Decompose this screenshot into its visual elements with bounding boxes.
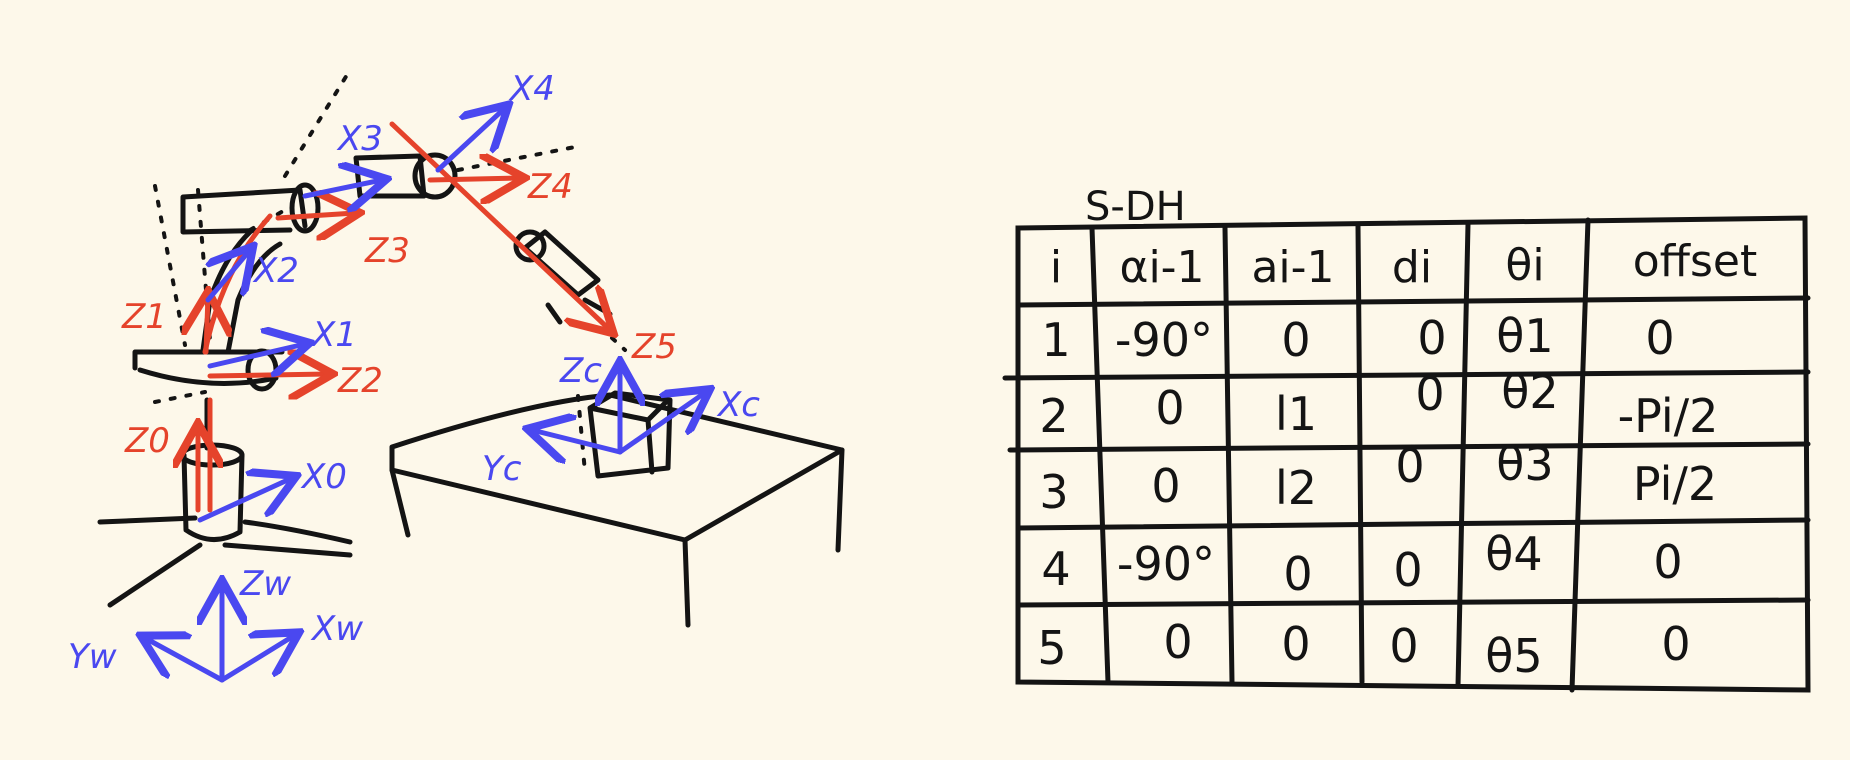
x1-axis	[207, 344, 305, 366]
header-alpha: αi-1	[1119, 242, 1204, 293]
cell-d: 0	[1395, 439, 1424, 493]
ground-line	[97, 515, 353, 545]
joint4	[412, 152, 458, 200]
cell-i: 5	[1037, 621, 1066, 675]
x4-axis	[435, 108, 505, 173]
header-d: di	[1392, 242, 1432, 293]
dh-table: S-DH i αi-1 ai-1 di θi offset 1	[1002, 184, 1811, 693]
cell-offset: 0	[1661, 617, 1690, 671]
label-z3: Z3	[364, 231, 410, 271]
label-xc: Xc	[716, 385, 760, 425]
cell-alpha: -90°	[1115, 313, 1213, 367]
table-grid	[1002, 215, 1811, 693]
xw-axis	[219, 635, 295, 683]
label-z0: Z0	[124, 421, 170, 461]
cell-d: 0	[1417, 311, 1446, 365]
cell-d: 0	[1393, 543, 1422, 597]
cell-offset: Pi/2	[1633, 457, 1717, 511]
label-x3: X3	[336, 119, 383, 159]
table-row: 1 -90° 0 0 θ1 0	[1041, 309, 1674, 367]
z4-axis	[427, 178, 520, 180]
frame-labels: Z0 Z1 Z2 Z3 Z4 Z5 X0 X1 X2 X3 X4 Zw Xw Y…	[68, 69, 760, 677]
label-z1: Z1	[121, 297, 167, 337]
xc-axis	[617, 392, 706, 455]
cell-alpha: 0	[1151, 459, 1180, 513]
label-yc: Yc	[482, 449, 522, 489]
cell-theta: θ4	[1485, 527, 1542, 581]
label-zw: Zw	[239, 564, 291, 604]
wrist-joint	[513, 229, 547, 263]
x0-axis	[197, 478, 292, 523]
label-z5: Z5	[631, 327, 677, 367]
z2-axis	[207, 374, 328, 376]
yc-axis	[532, 430, 623, 452]
z5-axis	[389, 121, 610, 330]
label-z2: Z2	[337, 361, 383, 401]
cell-d: 0	[1415, 367, 1444, 421]
cell-theta: θ3	[1496, 437, 1553, 491]
label-z4: Z4	[527, 167, 573, 207]
x-axes	[145, 108, 706, 683]
cell-i: 1	[1041, 313, 1070, 367]
work-table	[389, 390, 845, 628]
x2-axis	[208, 250, 250, 303]
cell-a: l2	[1275, 461, 1317, 515]
z3-axis	[275, 213, 355, 218]
cell-a: 0	[1283, 547, 1312, 601]
label-xw: Xw	[310, 609, 363, 649]
cell-i: 4	[1041, 542, 1070, 596]
table-row: 3 0 l2 0 θ3 Pi/2	[1039, 437, 1717, 519]
link2-box	[180, 187, 308, 235]
label-x2: X2	[252, 251, 299, 291]
label-x4: X4	[508, 69, 555, 109]
label-x1: X1	[310, 315, 357, 355]
cell-i: 3	[1039, 465, 1068, 519]
cell-alpha: 0	[1163, 615, 1192, 669]
header-row: i αi-1 ai-1 di θi offset	[1050, 236, 1757, 293]
table-row: 5 0 0 0 θ5 0	[1037, 615, 1690, 683]
x3-axis	[302, 180, 382, 196]
label-zc: Zc	[559, 351, 602, 391]
header-i: i	[1050, 242, 1062, 293]
label-x0: X0	[300, 457, 347, 497]
cell-d: 0	[1389, 619, 1418, 673]
header-offset: offset	[1633, 236, 1757, 287]
table-row: 2 0 l1 0 θ2 -Pi/2	[1039, 365, 1718, 443]
dotted-axis	[153, 184, 187, 347]
cell-a: l1	[1275, 387, 1317, 441]
dotted-axis	[283, 68, 352, 178]
cell-a: 0	[1281, 313, 1310, 367]
cell-alpha: 0	[1155, 381, 1184, 435]
cell-offset: 0	[1645, 311, 1674, 365]
header-a: ai-1	[1251, 242, 1334, 293]
cell-offset: -Pi/2	[1618, 389, 1719, 443]
yw-axis	[145, 638, 225, 683]
dotted-axis	[153, 390, 207, 404]
ground-line	[107, 542, 353, 608]
cell-a: 0	[1281, 617, 1310, 671]
dh-table-title: S-DH	[1085, 184, 1186, 230]
header-theta: θi	[1505, 240, 1544, 291]
cell-theta: θ5	[1485, 629, 1542, 683]
cell-offset: 0	[1653, 535, 1682, 589]
cell-theta: θ1	[1496, 309, 1553, 363]
cell-theta: θ2	[1501, 365, 1558, 419]
label-yw: Yw	[68, 637, 117, 677]
dotted-axis	[610, 336, 627, 352]
table-row: 4 -90° 0 0 θ4 0	[1041, 527, 1682, 601]
cell-i: 2	[1039, 389, 1068, 443]
cell-alpha: -90°	[1117, 537, 1215, 591]
